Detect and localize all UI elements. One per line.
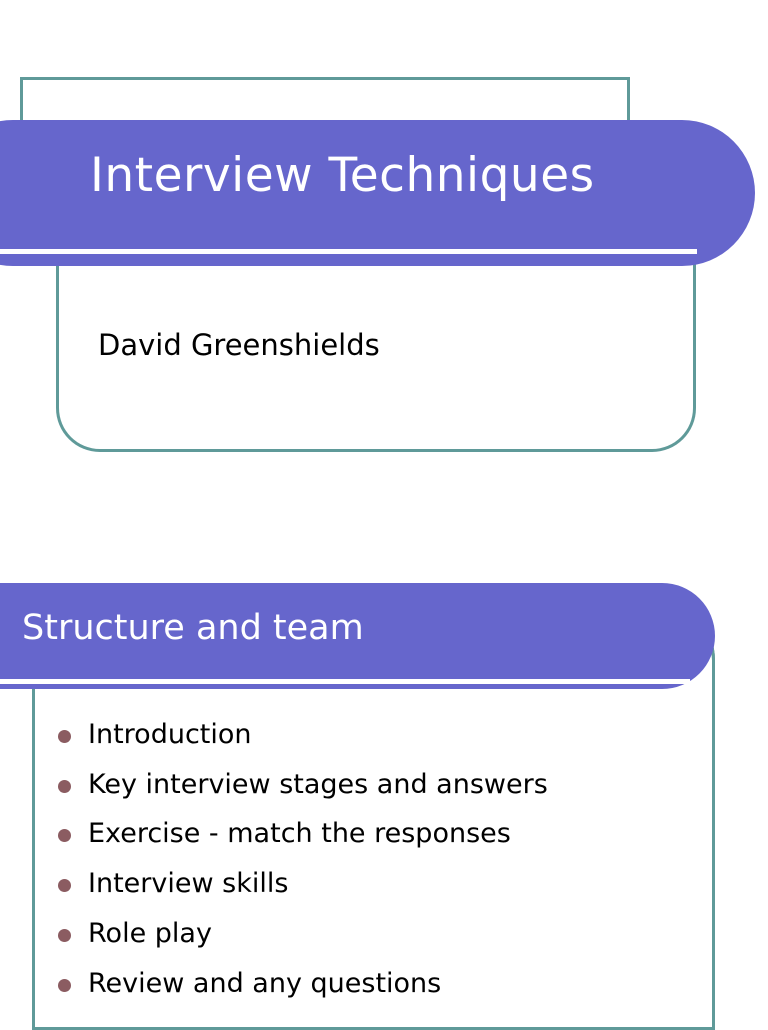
slide-title: Interview Techniques David Greenshields	[0, 0, 768, 470]
slide-2-title-banner	[0, 583, 715, 689]
list-item-label: Introduction	[88, 719, 252, 750]
slide-1-subtitle: David Greenshields	[98, 328, 380, 362]
list-item-label: Exercise - match the responses	[88, 818, 511, 850]
slide-1-frame-bottom	[56, 240, 696, 452]
slide-2-title-rule	[0, 679, 690, 684]
bullet-dot-icon	[58, 829, 71, 843]
list-item: Interview skills	[55, 862, 675, 906]
list-item: Role play	[55, 912, 675, 956]
list-item-label: Role play	[88, 917, 212, 949]
list-item-label: Key interview stages and answers	[88, 768, 548, 800]
bullet-dot-icon	[58, 779, 71, 793]
bullet-dot-icon	[58, 879, 71, 893]
slide-2-bullet-list: Introduction Key interview stages and an…	[55, 713, 675, 1011]
list-item: Exercise - match the responses	[55, 812, 675, 856]
slide-2-title: Structure and team	[22, 608, 364, 648]
slide-structure-and-team: Structure and team Introduction Key inte…	[0, 560, 768, 1030]
list-item-label: Review and any questions	[88, 967, 442, 999]
bullet-dot-icon	[58, 978, 71, 992]
slide-1-title: Interview Techniques	[90, 148, 595, 203]
list-item: Introduction	[55, 713, 675, 757]
list-item-label: Interview skills	[88, 868, 289, 900]
list-item: Review and any questions	[55, 962, 675, 1006]
list-item: Key interview stages and answers	[55, 763, 675, 807]
slide-1-frame-top	[20, 77, 630, 147]
bullet-dot-icon	[58, 928, 71, 942]
slide-1-title-rule	[0, 249, 697, 254]
slide-1-title-banner	[0, 120, 755, 266]
bullet-dot-icon	[58, 730, 71, 743]
